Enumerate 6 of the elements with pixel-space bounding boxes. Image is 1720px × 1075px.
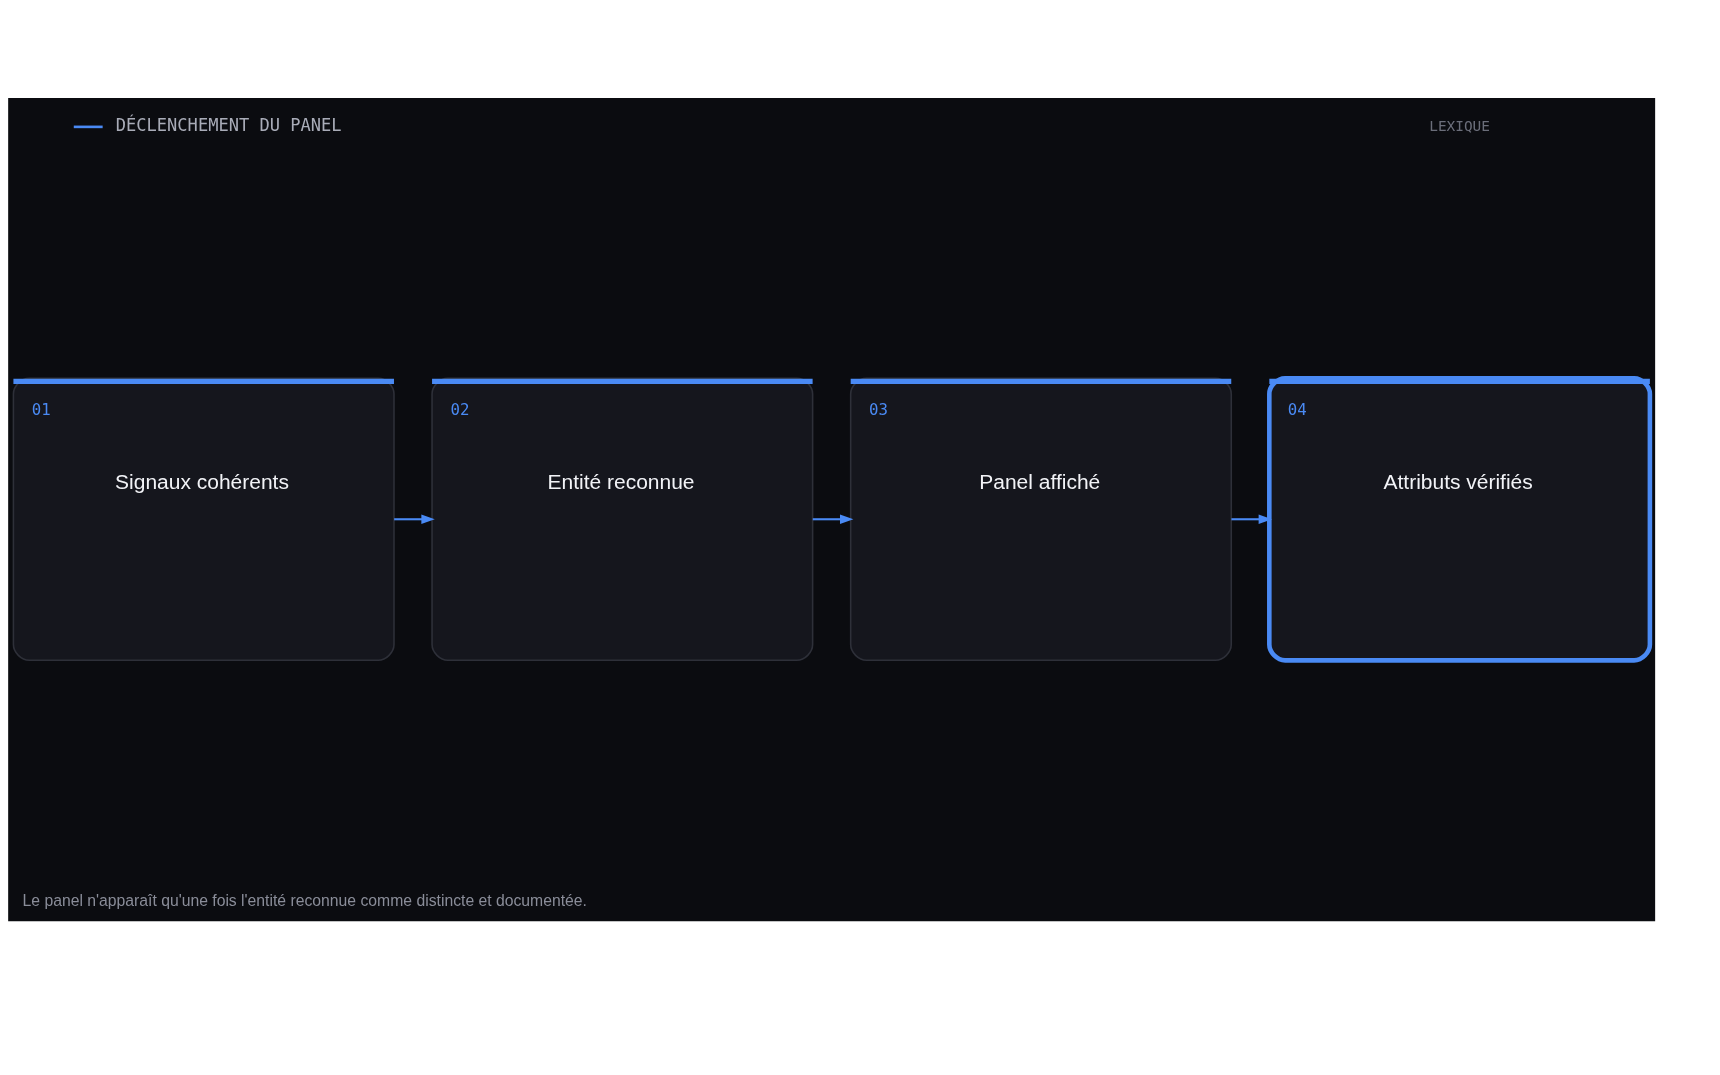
label: LEXIQUE bbox=[1429, 117, 1490, 134]
arrow bbox=[394, 514, 435, 524]
arrow bbox=[812, 514, 854, 524]
caption: Le panel n'apparaît qu'une fois l'entité reconnue comme distincte et documentée. bbox=[22, 891, 587, 909]
arrow bbox=[1231, 514, 1273, 524]
diagram-title: DÉCLENCHEMENT DU PANEL bbox=[115, 114, 342, 135]
